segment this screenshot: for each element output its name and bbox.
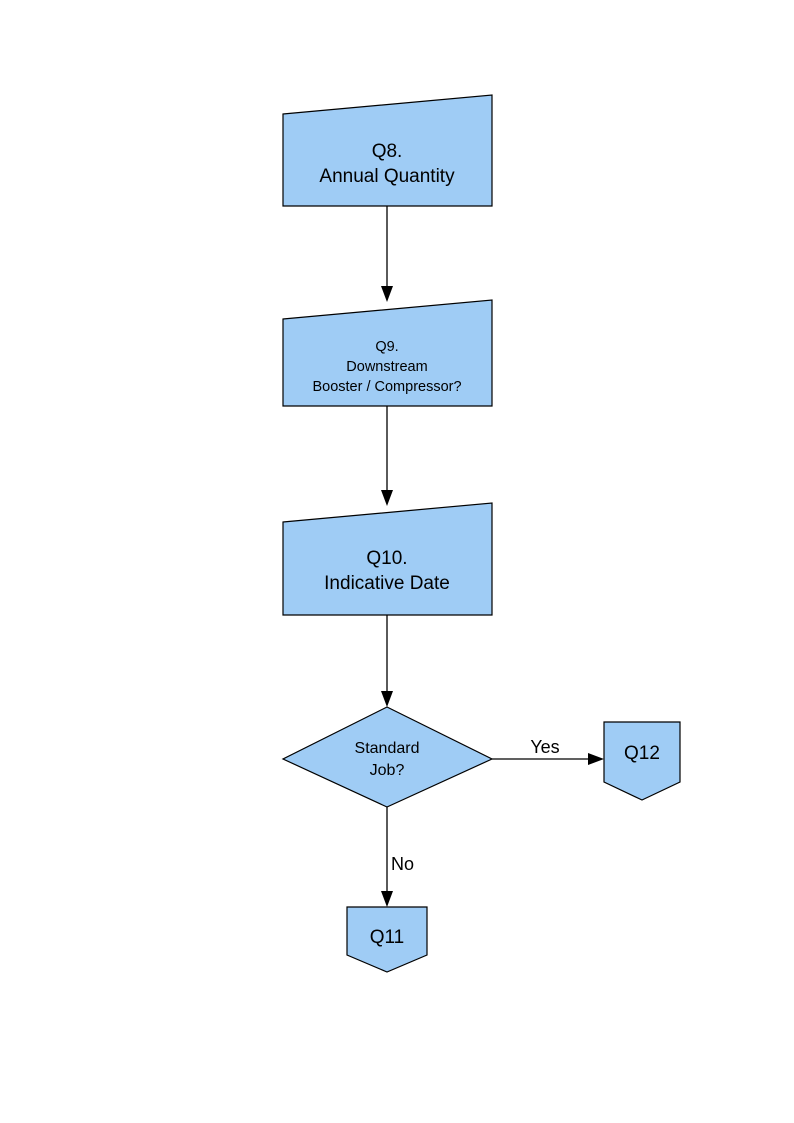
q10-line-1: Q10.: [366, 548, 407, 569]
q9-line-1: Q9.: [375, 339, 398, 355]
decision-line-2: Job?: [370, 762, 405, 779]
node-q9[interactable]: Q9. Downstream Booster / Compressor?: [282, 299, 493, 407]
q9-shape[interactable]: [282, 299, 493, 407]
edge-label-no: No: [391, 854, 414, 874]
q8-line-1: Q8.: [372, 141, 403, 162]
connector-decision-to-q12: [492, 753, 604, 765]
node-q10[interactable]: Q10. Indicative Date: [282, 502, 493, 616]
q9-line-2: Downstream: [346, 359, 427, 375]
connector-q10-to-decision: [381, 615, 393, 707]
q12-label: Q12: [624, 743, 660, 764]
q11-shape[interactable]: [346, 906, 428, 973]
edge-label-yes: Yes: [530, 737, 559, 757]
node-q12[interactable]: Q12: [603, 721, 681, 801]
q9-line-3: Booster / Compressor?: [312, 379, 461, 395]
node-decision-standard-job[interactable]: Standard Job?: [281, 706, 494, 808]
connector-decision-to-q11: [381, 807, 393, 907]
q10-shape[interactable]: [282, 502, 493, 616]
node-q8[interactable]: Q8. Annual Quantity: [282, 94, 493, 207]
decision-diamond-shape[interactable]: [281, 706, 494, 808]
q12-shape[interactable]: [603, 721, 681, 801]
q8-shape[interactable]: [282, 94, 493, 207]
connector-q9-to-q10: [381, 406, 393, 506]
connector-q8-to-q9: [381, 206, 393, 302]
q11-label: Q11: [370, 927, 405, 948]
q8-line-2: Annual Quantity: [319, 166, 455, 187]
q10-line-2: Indicative Date: [324, 573, 450, 594]
node-q11[interactable]: Q11: [346, 906, 428, 973]
decision-line-1: Standard: [355, 740, 420, 757]
